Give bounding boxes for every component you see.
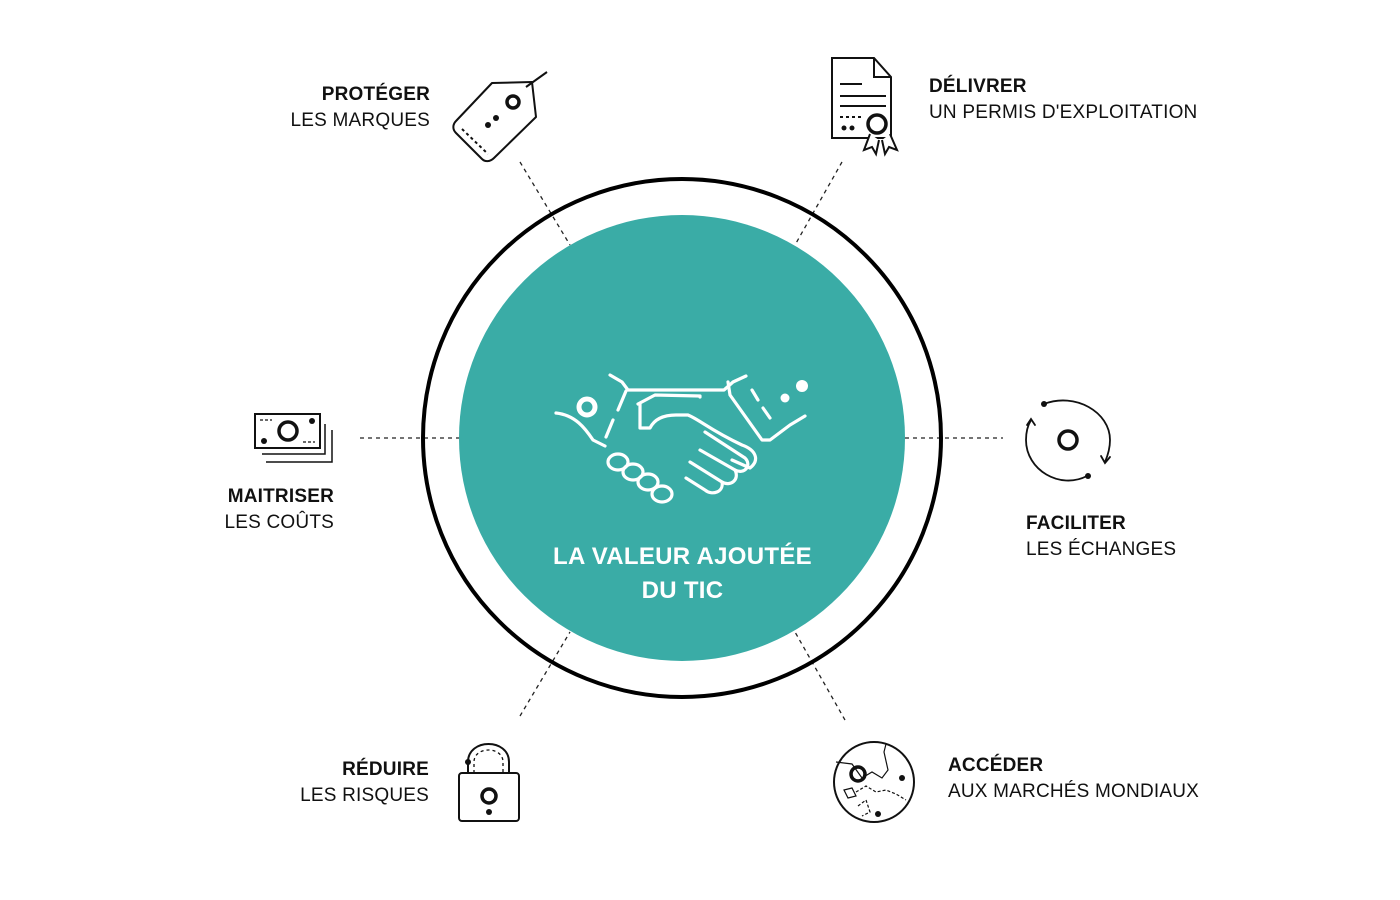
label-subtitle: LES RISQUES <box>300 785 429 806</box>
globe-map-icon <box>833 741 915 823</box>
label-subtitle: AUX MARCHÉS MONDIAUX <box>948 781 1200 802</box>
label-deliver-permit: DÉLIVRER UN PERMIS D'EXPLOITATION <box>929 74 1249 126</box>
label-subtitle: LES MARQUES <box>290 110 430 131</box>
label-title: RÉDUIRE <box>342 759 429 780</box>
label-title: FACILITER <box>1026 513 1126 534</box>
label-protect-brands: PROTÉGER LES MARQUES <box>230 82 430 134</box>
connector-markets <box>794 631 846 721</box>
label-title: PROTÉGER <box>321 84 430 105</box>
label-control-costs: MAITRISER LES COÛTS <box>134 484 334 536</box>
center-disc <box>459 215 905 661</box>
label-subtitle: LES ÉCHANGES <box>1026 539 1177 560</box>
center-title: LA VALEUR AJOUTÉE DU TIC <box>500 540 865 608</box>
outer-ring <box>421 177 943 699</box>
exchange-cycle-icon <box>1025 399 1111 482</box>
banknotes-icon <box>254 413 333 463</box>
center-title-line2: DU TIC <box>641 577 724 604</box>
label-title: ACCÉDER <box>948 755 1044 776</box>
connector-lines <box>360 161 1003 721</box>
label-title: MAITRISER <box>227 486 334 507</box>
certificate-icon <box>831 57 899 157</box>
label-facilitate-exchanges: FACILITER LES ÉCHANGES <box>1026 511 1246 563</box>
label-title: DÉLIVRER <box>929 76 1027 97</box>
center-title-line1: LA VALEUR AJOUTÉE <box>553 543 812 570</box>
label-subtitle: LES COÛTS <box>224 512 334 533</box>
padlock-icon <box>458 743 520 822</box>
connector-deliver <box>794 161 843 246</box>
label-access-markets: ACCÉDER AUX MARCHÉS MONDIAUX <box>948 753 1268 805</box>
label-subtitle: UN PERMIS D'EXPLOITATION <box>929 102 1198 123</box>
connector-risks <box>519 631 571 717</box>
connector-protect <box>519 161 571 246</box>
handshake-icon <box>554 373 808 504</box>
price-tag-icon <box>452 71 548 163</box>
label-reduce-risks: RÉDUIRE LES RISQUES <box>229 757 429 809</box>
